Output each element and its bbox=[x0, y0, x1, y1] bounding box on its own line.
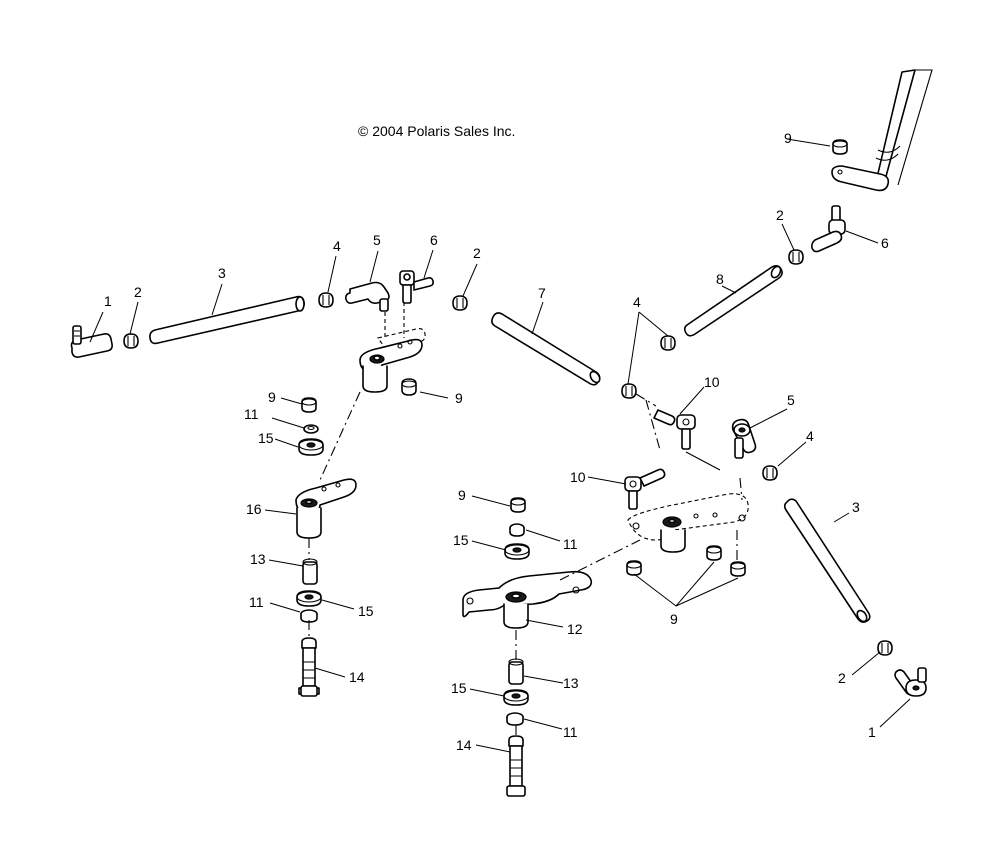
callout-9: 9 bbox=[670, 611, 678, 627]
tie-rod-end-5-right bbox=[731, 418, 757, 459]
callout-4: 4 bbox=[333, 238, 341, 254]
bushing-15-left bbox=[298, 438, 324, 456]
nut-9-center-c bbox=[730, 561, 746, 577]
tie-rod-end-left bbox=[70, 325, 113, 358]
callout-11: 11 bbox=[563, 724, 578, 740]
drag-link-7 bbox=[491, 312, 601, 386]
callout-5: 5 bbox=[373, 232, 381, 248]
jam-nut-right-2 bbox=[877, 640, 893, 656]
nut-9-left bbox=[301, 397, 317, 413]
callout-12: 12 bbox=[567, 621, 583, 637]
nut-9-bottom bbox=[510, 497, 526, 513]
callout-7: 7 bbox=[538, 285, 546, 301]
bushing-15-left-lower bbox=[296, 590, 322, 607]
callout-6: 6 bbox=[881, 235, 889, 251]
callout-2: 2 bbox=[134, 284, 142, 300]
bolt-14-bottom bbox=[506, 735, 526, 797]
callout-11: 11 bbox=[249, 594, 264, 610]
nut-9-center-b bbox=[706, 545, 722, 561]
bushing-15-bottom bbox=[504, 543, 530, 560]
copyright-text: © 2004 Polaris Sales Inc. bbox=[358, 123, 515, 139]
callout-2: 2 bbox=[473, 245, 481, 261]
callout-11: 11 bbox=[563, 536, 578, 552]
tie-rod-end-10-lower bbox=[624, 468, 666, 510]
callout-14: 14 bbox=[349, 669, 365, 685]
callout-1: 1 bbox=[104, 293, 112, 309]
jam-nut-left bbox=[123, 333, 139, 349]
sleeve-13-left bbox=[302, 558, 318, 585]
callout-2: 2 bbox=[776, 207, 784, 223]
nut-9-top bbox=[832, 139, 848, 155]
callout-3: 3 bbox=[852, 499, 860, 515]
callout-11: 11 bbox=[244, 406, 259, 422]
callout-9: 9 bbox=[455, 390, 463, 406]
steering-arm-top bbox=[831, 165, 890, 192]
sleeve-13-bottom bbox=[508, 658, 524, 685]
callout-10: 10 bbox=[570, 469, 586, 485]
bolt-14-left bbox=[298, 637, 320, 697]
jam-nut-center bbox=[621, 383, 637, 399]
callout-13: 13 bbox=[563, 675, 579, 691]
tie-rod-right-3 bbox=[783, 498, 871, 623]
jam-nut-right-upper bbox=[788, 249, 804, 265]
alignment-lines bbox=[308, 391, 743, 735]
tie-rod-end-right-1 bbox=[894, 667, 927, 697]
tie-rod-end-6-right bbox=[811, 205, 846, 253]
jam-nut-left-inner bbox=[318, 292, 334, 308]
washer-11-bottom bbox=[509, 523, 525, 537]
callout-15: 15 bbox=[258, 430, 274, 446]
jam-nut-center-left bbox=[452, 295, 468, 311]
callout-6: 6 bbox=[430, 232, 438, 248]
callout-8: 8 bbox=[716, 271, 724, 287]
callout-5: 5 bbox=[787, 392, 795, 408]
callout-labels: 1 2 3 4 5 6 2 7 4 9 2 6 8 10 5 4 9 9 11 … bbox=[104, 130, 889, 753]
washer-11-left bbox=[303, 424, 319, 434]
callout-9: 9 bbox=[268, 389, 276, 405]
callout-14: 14 bbox=[456, 737, 472, 753]
nut-9-center-a bbox=[626, 560, 642, 576]
washer-11-bottom-lower bbox=[506, 712, 524, 726]
leader-lines bbox=[89, 138, 911, 753]
callout-10: 10 bbox=[704, 374, 720, 390]
callout-1: 1 bbox=[868, 724, 876, 740]
tie-rod-end-left-inner bbox=[345, 281, 390, 312]
callout-3: 3 bbox=[218, 265, 226, 281]
callout-9: 9 bbox=[458, 487, 466, 503]
callout-15: 15 bbox=[453, 532, 469, 548]
callout-4: 4 bbox=[806, 428, 814, 444]
callout-15: 15 bbox=[451, 680, 467, 696]
jam-nut-right-4 bbox=[762, 465, 778, 481]
callout-9: 9 bbox=[784, 130, 792, 146]
pitman-arm-upper-right bbox=[627, 493, 749, 553]
tie-rod-left bbox=[149, 295, 305, 345]
callout-16: 16 bbox=[246, 501, 262, 517]
jam-nut-8 bbox=[660, 335, 676, 351]
idler-arm-16 bbox=[295, 478, 357, 539]
callout-13: 13 bbox=[250, 551, 266, 567]
callout-4: 4 bbox=[633, 294, 641, 310]
pitman-arm-12 bbox=[462, 570, 593, 629]
callout-2: 2 bbox=[838, 670, 846, 686]
bushing-15-bottom-lower bbox=[503, 689, 529, 706]
nut-9-upper-left bbox=[401, 378, 417, 396]
tie-rod-8 bbox=[683, 265, 783, 337]
steering-shaft bbox=[874, 69, 933, 188]
tie-rod-end-10-upper bbox=[653, 409, 696, 450]
idler-arm-left-upper bbox=[359, 302, 426, 393]
callout-15: 15 bbox=[358, 603, 374, 619]
tie-rod-end-center-left bbox=[399, 270, 434, 304]
